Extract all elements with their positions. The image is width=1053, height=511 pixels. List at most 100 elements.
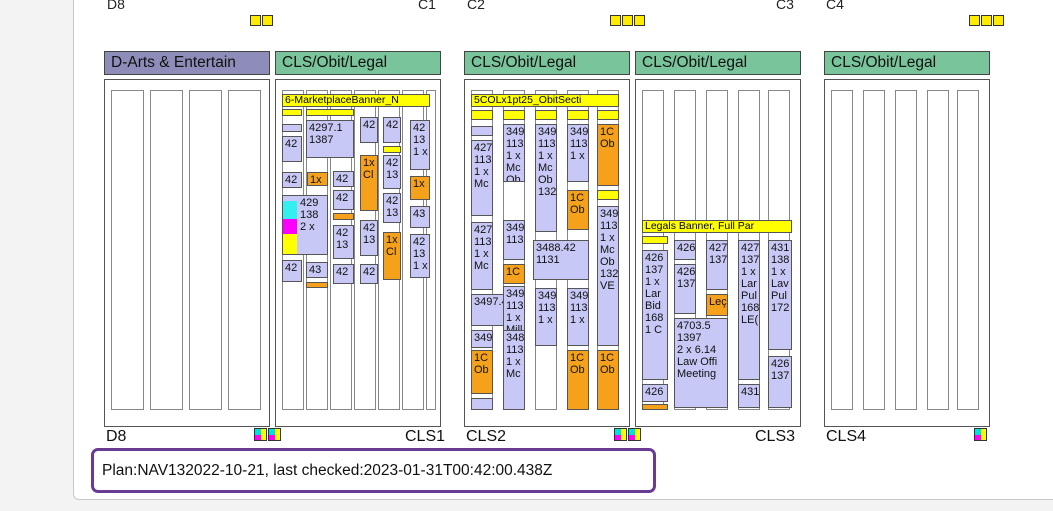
page-cls3[interactable]: Legals Banner, Full Par 426 137 1 x Lar …	[635, 79, 801, 427]
ad-block[interactable]: 42 13	[383, 155, 401, 189]
ad-block[interactable]: 1x Cl	[383, 232, 401, 280]
ad-block[interactable]: Leç	[706, 294, 728, 316]
ad-block[interactable]: 1C Ob	[567, 350, 589, 410]
page-marker-icon	[250, 15, 261, 26]
page-marker-icon[interactable]	[628, 428, 641, 441]
ad-block[interactable]: 42 13	[333, 225, 354, 259]
page-marker-icon	[610, 15, 621, 26]
ad-block[interactable]: 42	[360, 264, 378, 284]
ad-block[interactable]: 43	[306, 262, 328, 278]
ad-block[interactable]	[282, 124, 302, 132]
ad-block[interactable]: 1C	[503, 264, 525, 284]
column	[831, 90, 853, 410]
ad-block[interactable]: 349 113	[503, 220, 525, 260]
ad-block[interactable]: 427 113 1 x Mc	[471, 140, 493, 216]
ad-block[interactable]: 42	[360, 117, 378, 143]
section-header-cls2[interactable]: CLS/Obit/Legal	[464, 51, 630, 75]
ad-block[interactable]	[282, 109, 302, 116]
ad-block[interactable]: 4297.1 1387	[306, 120, 354, 158]
ad-block[interactable]	[503, 110, 525, 120]
ad-block[interactable]	[567, 110, 589, 120]
ad-block[interactable]: 427 113 1 x Mc	[471, 222, 493, 290]
ad-block[interactable]: 42 13	[333, 171, 354, 187]
banner-ad[interactable]: 6-MarketplaceBanner_N	[282, 94, 430, 107]
ad-block[interactable]: 42	[333, 264, 354, 284]
ad-block[interactable]: 426	[642, 384, 668, 402]
ad-block[interactable]: 42	[333, 190, 354, 210]
ad-block[interactable]: 349 113 1 x	[535, 288, 557, 346]
ad-block[interactable]: 42	[383, 117, 401, 143]
ad-block[interactable]: 1x	[307, 172, 328, 186]
ad-block[interactable]: 349 113 1 x Mc Ob	[503, 124, 525, 182]
ad-block[interactable]	[597, 110, 619, 120]
banner-ad[interactable]: Legals Banner, Full Par	[642, 220, 792, 233]
ad-block[interactable]: 349 113 1 x Mc Ob 132 VE	[597, 206, 619, 346]
column	[228, 90, 261, 410]
ad-block[interactable]: 426 137	[768, 356, 792, 408]
column	[863, 90, 885, 410]
ad-block[interactable]: 427 137 1 x Lar Pul 168 LE(	[738, 240, 760, 380]
ad-block[interactable]: 1C Ob	[597, 350, 619, 410]
ad-block[interactable]: 4703.5 1397 2 x 6.14 Law Offi Meeting	[674, 318, 728, 408]
ad-block[interactable]: 42 13	[383, 193, 401, 223]
ad-block[interactable]: 427 137	[706, 240, 728, 290]
ad-block[interactable]: 42	[282, 260, 302, 282]
ad-block[interactable]: 349 113 1 x Mc Ob 132	[535, 124, 557, 232]
ad-block[interactable]: 42 13	[360, 220, 378, 256]
page-marker-icon[interactable]	[254, 428, 267, 441]
ad-block[interactable]	[383, 146, 401, 153]
ad-block[interactable]	[306, 282, 328, 288]
section-header-cls3[interactable]: CLS/Obit/Legal	[635, 51, 801, 75]
top-label-c1: C1	[418, 0, 436, 11]
ad-block[interactable]: 426	[674, 240, 696, 260]
ad-block[interactable]: 1C Ob	[567, 190, 589, 230]
column	[150, 90, 183, 410]
column	[957, 90, 979, 410]
ad-block[interactable]	[471, 126, 493, 136]
ad-block[interactable]: 426 137 1 x Lar Bid 168 1 C	[642, 250, 668, 380]
ad-block[interactable]: 431 138 1 x Lav Pul 172	[768, 240, 792, 350]
ad-block[interactable]: 426 137	[674, 264, 696, 314]
ad-block[interactable]	[471, 110, 493, 120]
page-marker-icon[interactable]	[974, 428, 987, 441]
banner-ad[interactable]: 5COLx1pt25_ObitSecti	[471, 94, 619, 107]
page-marker-icon	[993, 15, 1004, 26]
page-cls1[interactable]: 6-MarketplaceBanner_N 4297.1 1387 42 42 …	[275, 79, 441, 427]
section-header-d-arts[interactable]: D-Arts & Entertain	[104, 51, 270, 75]
ad-block[interactable]: 1C Ob	[597, 124, 619, 186]
ad-block[interactable]: 1x Cl	[360, 155, 378, 211]
page-cls2[interactable]: 5COLx1pt25_ObitSecti 427 113 1 x Mc 349 …	[464, 79, 630, 427]
ad-block[interactable]	[471, 398, 493, 410]
page-marker-icon	[981, 15, 992, 26]
ad-block[interactable]: 1x	[410, 176, 430, 200]
section-header-cls1[interactable]: CLS/Obit/Legal	[275, 51, 441, 75]
ad-block[interactable]	[535, 110, 557, 120]
plan-status: Plan:NAV132022-10-21, last checked:2023-…	[91, 448, 656, 493]
ad-block[interactable]: 3488.42 1131	[533, 240, 589, 280]
page-d8[interactable]	[104, 79, 270, 427]
ad-block[interactable]	[306, 109, 354, 116]
ad-block[interactable]	[642, 404, 668, 410]
ad-block[interactable]: 348 113 1 x Mc	[503, 330, 525, 410]
ad-block[interactable]: 349	[471, 330, 493, 348]
page-label-cls1: CLS1	[405, 428, 446, 445]
ad-block[interactable]: 1C Ob	[471, 350, 493, 394]
ad-block[interactable]	[333, 213, 354, 220]
ad-block[interactable]: 349 113 1 x	[567, 288, 589, 346]
page-marker-icon[interactable]	[614, 428, 627, 441]
ad-block[interactable]: 349 113 1 x	[567, 124, 589, 182]
ad-block[interactable]: 42	[282, 136, 302, 162]
top-label-d8: D8	[107, 0, 125, 11]
section-header-cls4[interactable]: CLS/Obit/Legal	[824, 51, 990, 75]
page-marker-icon[interactable]	[268, 428, 281, 441]
ad-block[interactable]	[642, 236, 668, 244]
ad-block[interactable]: 431	[738, 384, 760, 408]
ad-block[interactable]: 42	[282, 172, 302, 188]
ad-block[interactable]: 43	[410, 206, 430, 228]
page-cls4[interactable]	[824, 79, 990, 427]
ad-block[interactable]: 42 13 1 x	[410, 234, 430, 278]
page-marker-icon	[969, 15, 980, 26]
ad-block[interactable]: 42 13 1 x	[410, 120, 430, 170]
ad-color-swatch	[283, 219, 297, 234]
ad-block[interactable]	[597, 190, 619, 200]
